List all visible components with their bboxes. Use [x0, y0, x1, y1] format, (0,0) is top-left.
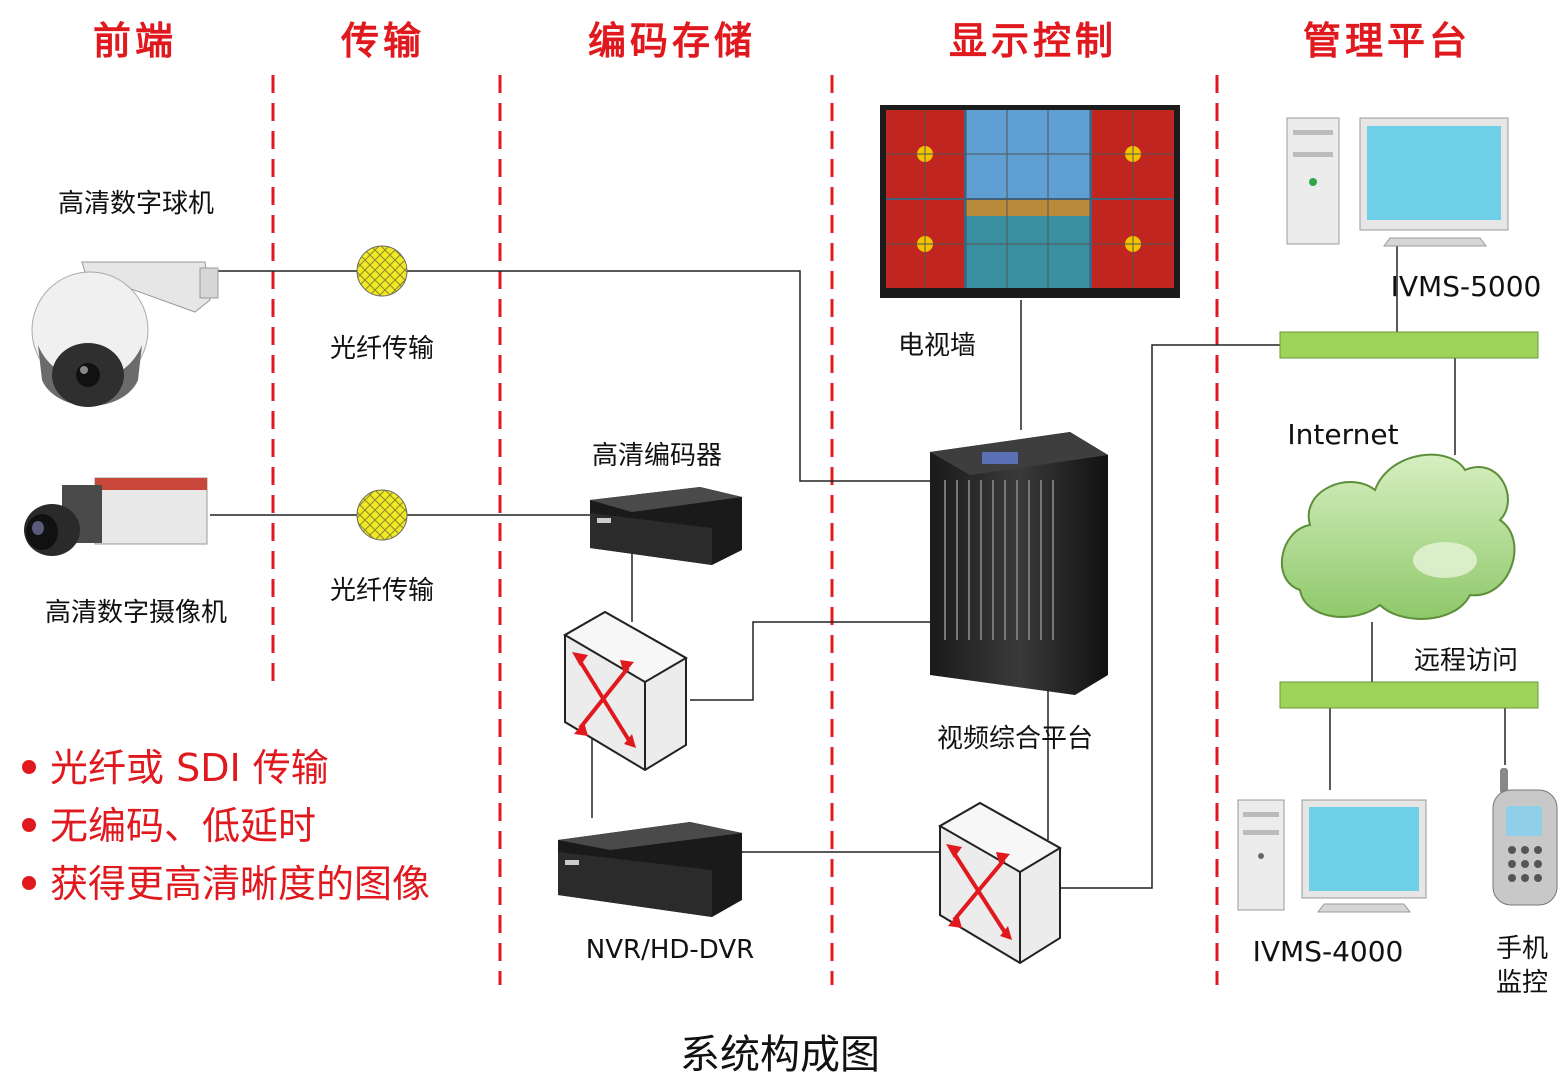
label-remote-access: 远程访问: [1413, 646, 1519, 676]
diagram-caption: 系统构成图: [680, 1032, 880, 1078]
header-management: 管理平台: [1302, 19, 1472, 63]
ivms4000-pc-icon: [1237, 799, 1427, 913]
fiber-transmission-icon: [356, 489, 408, 541]
network-switch-icon: [937, 801, 1062, 965]
ivms5000-pc-icon: [1286, 117, 1509, 247]
bullet-dot-icon: [22, 759, 36, 774]
video-platform-rack-icon: [930, 432, 1108, 695]
label-mobile-line1: 手机: [1495, 934, 1549, 964]
label-fiber-1: 光纤传输: [329, 334, 435, 364]
hd-encoder-icon: [590, 487, 742, 565]
label-ivms5000: IVMS-5000: [1390, 270, 1542, 303]
label-dome-camera: 高清数字球机: [57, 189, 215, 219]
connection-lines: [210, 240, 1506, 889]
label-internet: Internet: [1287, 418, 1399, 451]
fiber-transmission-icon: [356, 245, 408, 297]
header-transmission: 传输: [340, 19, 426, 63]
network-switch-icon: [563, 610, 689, 772]
label-ivms4000: IVMS-4000: [1252, 935, 1404, 968]
internet-cloud-icon: [1281, 453, 1516, 620]
bullet-dot-icon: [22, 817, 36, 832]
video-wall-icon: [880, 105, 1180, 298]
dome-camera-icon: [31, 261, 219, 407]
label-nvr: NVR/HD-DVR: [585, 935, 755, 965]
label-mobile-line2: 监控: [1495, 968, 1549, 998]
label-box-camera: 高清数字摄像机: [44, 598, 228, 628]
bullet-dot-icon: [22, 875, 36, 890]
label-video-wall: 电视墙: [897, 331, 977, 361]
lan-switch-bar: [1279, 681, 1539, 709]
mobile-phone-icon: [1492, 768, 1558, 906]
lan-switch-bar: [1279, 331, 1539, 359]
label-fiber-2: 光纤传输: [329, 576, 435, 606]
bullet-item: 无编码、低延时: [22, 795, 316, 850]
column-separators: [271, 75, 1219, 985]
bullet-item: 光纤或 SDI 传输: [22, 737, 329, 792]
box-camera-icon: [24, 477, 208, 556]
nvr-icon: [558, 822, 742, 917]
label-video-platform: 视频综合平台: [936, 724, 1094, 754]
header-frontend: 前端: [92, 19, 178, 63]
bullet-item: 获得更高清晰度的图像: [22, 853, 430, 908]
header-display-control: 显示控制: [948, 19, 1118, 63]
header-encode-storage: 编码存储: [587, 19, 757, 63]
label-hd-encoder: 高清编码器: [591, 441, 723, 471]
